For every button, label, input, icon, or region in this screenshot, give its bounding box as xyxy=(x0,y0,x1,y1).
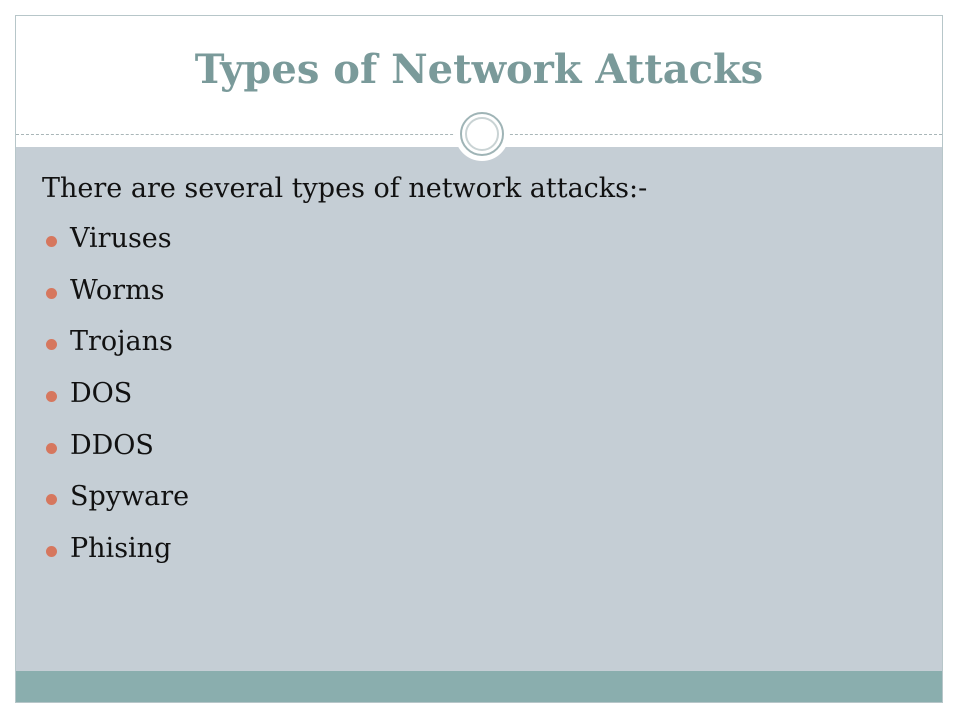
intro-text: There are several types of network attac… xyxy=(42,173,648,204)
footer-bar xyxy=(16,671,942,702)
ornament-outer-ring xyxy=(460,112,504,156)
bullet-text: DDOS xyxy=(70,429,154,461)
bullet-text: Trojans xyxy=(70,326,173,358)
double-ring-circle-icon xyxy=(455,107,509,161)
ornament-inner-ring xyxy=(465,117,499,151)
bullet-icon xyxy=(46,391,57,403)
slide: Types of Network Attacks There are sever… xyxy=(15,15,943,703)
bullet-text: Phising xyxy=(70,533,172,565)
bullet-icon xyxy=(46,442,57,454)
bullet-icon xyxy=(46,339,57,351)
content-area: There are several types of network attac… xyxy=(16,147,942,671)
bullet-text: Worms xyxy=(70,274,165,306)
bullet-text: DOS xyxy=(70,378,133,410)
bullet-icon xyxy=(46,236,57,247)
slide-title: Types of Network Attacks xyxy=(194,46,764,93)
bullet-icon xyxy=(46,287,57,299)
bullet-icon xyxy=(46,546,57,558)
bullet-text: Viruses xyxy=(70,223,172,254)
bullet-icon xyxy=(46,494,57,506)
bullet-text: Spyware xyxy=(70,481,190,513)
